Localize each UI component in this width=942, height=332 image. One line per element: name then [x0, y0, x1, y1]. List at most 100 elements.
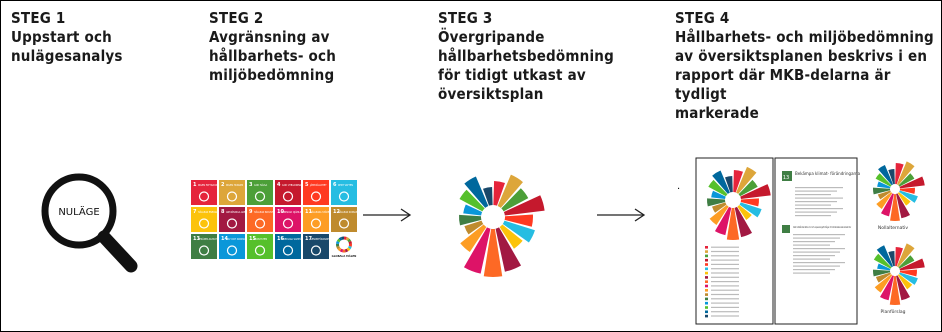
wheel-segment: [888, 251, 895, 267]
wheel-segment: [483, 187, 493, 206]
sdg-tile-number: 3: [249, 182, 253, 188]
wheel-segment: [876, 192, 893, 210]
wheel-segment: [459, 214, 482, 226]
sdg-tile-title: GENOMFÖRANDE: [310, 238, 330, 241]
wheel-segment: [712, 202, 727, 213]
wheel-segment: [897, 192, 911, 206]
wheel-segment: [737, 205, 752, 221]
sdg-tile-number: 16: [277, 236, 284, 242]
sdg-tile-number: 15: [249, 236, 256, 242]
wheel-segment: [495, 227, 522, 272]
sdg-tile-number: 10: [277, 209, 284, 215]
sdg-tile-title: HÅLLBAR ENERGI: [198, 211, 217, 214]
wheel-segment: [897, 274, 913, 290]
report-label-nollalternativ: Nollalternativ: [878, 225, 909, 231]
wheel-segment: [464, 176, 489, 208]
wheel-segment: [878, 165, 894, 186]
report-subheading: Skat motståndskraften mot och anpassning…: [793, 224, 851, 229]
sdg-tile-number: 9: [249, 209, 253, 215]
wheel-segment: [707, 198, 726, 207]
wheel-segment: [896, 161, 915, 186]
step-3-number: STEG 3: [438, 9, 493, 27]
wheel-segment: [899, 258, 925, 271]
wheel-segment: [896, 243, 915, 268]
step-3: STEG 3 Övergripande hållbarhetsbedömning…: [438, 9, 638, 104]
wheel-segment: [875, 173, 892, 187]
wheel-segment: [895, 163, 904, 185]
wheel-segment: [896, 275, 911, 301]
wheel-segment: [899, 187, 915, 194]
wheel-segment: [738, 179, 758, 197]
sdg-tile-number: 1: [193, 182, 197, 188]
sdg-tile-title: HÅLLBAR INDUSTRI: [254, 211, 276, 214]
wheel-segment: [880, 193, 894, 217]
wheel-segment: [459, 189, 485, 212]
wheel-segment: [711, 190, 726, 200]
sdg-tile-number: 17: [305, 236, 312, 242]
wheel-segment: [896, 193, 911, 219]
wheel-segment: [463, 204, 483, 216]
sdg-tile-number: 13: [193, 236, 200, 242]
wheel-segment: [733, 170, 743, 193]
report-heading: Bekämpa klimat- förändringarna: [795, 171, 861, 176]
wheel-segment: [899, 272, 918, 285]
wheel-segment: [889, 275, 901, 305]
sdg-tile-title: ANSTÄNDIGA ARBETEN: [226, 211, 252, 214]
sdg-logo-text: GLOBALA MÅLEN: [332, 253, 357, 258]
wheel-segment: [502, 220, 535, 243]
step-4: STEG 4 Hållbarhets- och miljöbedömning a…: [675, 9, 935, 123]
sdg-tile-title: GOD HÄLSA: [254, 184, 268, 187]
wheel-segment: [726, 207, 740, 240]
wheel-segment: [873, 253, 892, 269]
wheel-segment: [895, 247, 903, 267]
wheel-segment: [493, 181, 505, 206]
sdg-tile-title: BEKÄMPA KLIMAT: [198, 238, 218, 241]
sdg-tile-title: JÄMSTÄLLDHET: [309, 184, 327, 187]
wheel-segment: [877, 190, 891, 200]
sdg-tile-number: 7: [193, 209, 197, 215]
wheel-segment: [899, 269, 917, 277]
sdg-tile-number: 4: [277, 182, 281, 188]
report-pages: . 13 Bekämpa klimat- förändringarna Skat…: [677, 157, 925, 325]
wheel-segment: [463, 227, 491, 274]
wheel-segment: [874, 274, 893, 293]
magnifier-label: NULÄGE: [58, 205, 99, 218]
wheel-segment: [464, 220, 484, 235]
wheel-segment: [736, 166, 757, 194]
wheel-segment: [734, 206, 753, 238]
sdg-tile-number: 2: [221, 182, 225, 188]
report-goal-number: 13: [783, 175, 789, 181]
sdg-tile-title: FREDLIGA SAMHÄLLEN: [282, 238, 307, 241]
sdg-tile-title: INGEN FATTIGDOM: [198, 184, 218, 187]
wheel-segment: [877, 263, 891, 271]
step-2-text: Avgränsning av hållbarhets- och miljöbed…: [209, 28, 337, 84]
sdg-tile-title: HAV OCH MARINA: [226, 238, 246, 241]
wheel-segment: [740, 198, 759, 207]
wheel-segment: [899, 176, 925, 189]
sdg-tile-number: 14: [221, 236, 228, 242]
sdg-tile-title: GOD UTBILDNING: [282, 184, 302, 187]
wheel-segment: [873, 269, 891, 277]
wheel-segment: [714, 206, 732, 236]
wheel-segment: [740, 184, 771, 200]
step-4-number: STEG 4: [675, 9, 730, 27]
wheel-segment: [873, 187, 891, 195]
arrow-icon: [597, 208, 646, 222]
wheel-segment: [876, 245, 894, 268]
sdg-tile-title: INGEN HUNGER: [226, 184, 244, 187]
report-dot: .: [677, 181, 680, 192]
report-label-planforslag: Planförslag: [881, 309, 906, 315]
sdg-tile-number: 12: [333, 209, 340, 215]
wheel-segment: [483, 228, 503, 277]
sdg-tile-number: 11: [305, 209, 312, 215]
sdg-tile-title: EKOSYSTEM: [254, 238, 267, 241]
wheel-segment: [499, 224, 523, 249]
sdg-tile-number: 5: [305, 182, 309, 188]
wheel-segment: [712, 170, 730, 194]
wheel-segment: [460, 224, 487, 253]
wheel-segment: [725, 176, 733, 193]
wheel-segment: [877, 181, 891, 189]
wheel-segment: [899, 190, 918, 203]
